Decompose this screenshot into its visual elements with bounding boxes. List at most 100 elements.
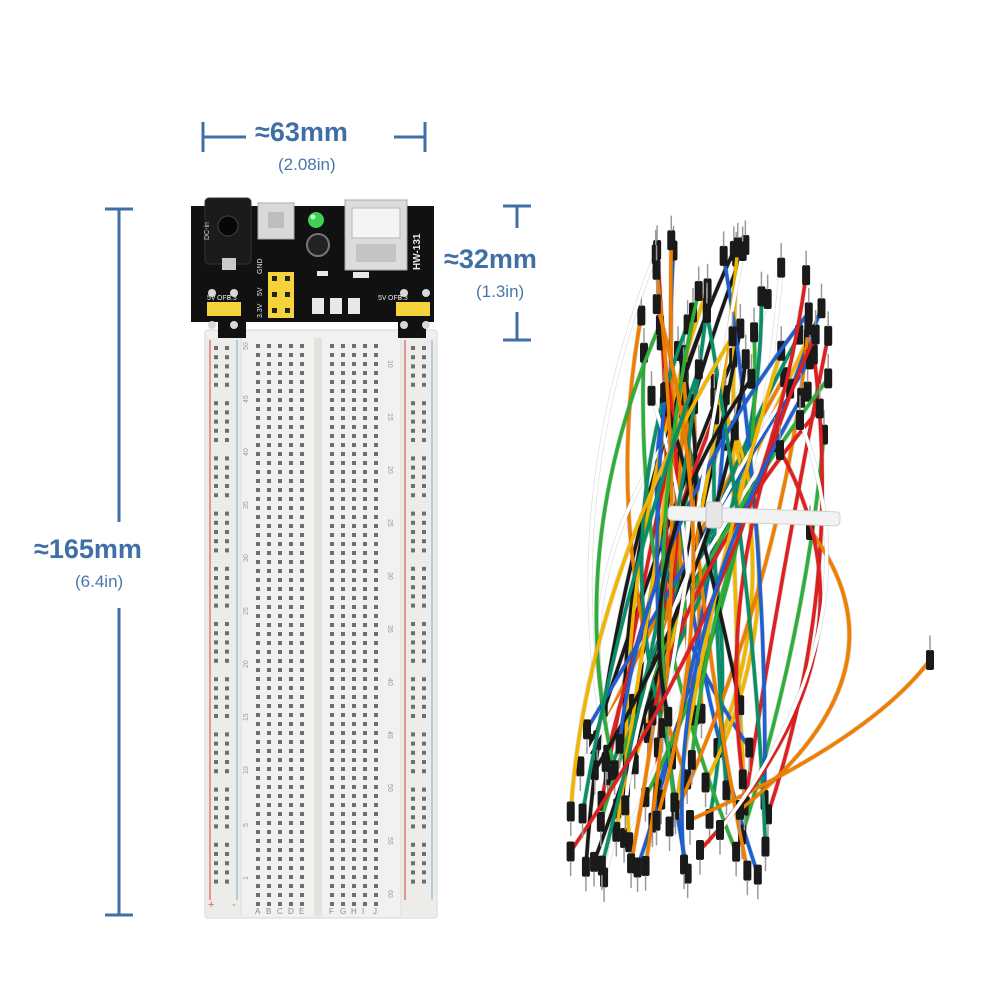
breadboard-hole xyxy=(300,821,304,825)
breadboard-hole xyxy=(289,578,293,582)
rail-hole xyxy=(214,622,218,626)
breadboard-hole xyxy=(289,533,293,537)
breadboard-hole xyxy=(363,641,367,645)
column-letter: A xyxy=(255,907,261,916)
breadboard-hole xyxy=(256,641,260,645)
module-height-dimension-imperial: (1.3in) xyxy=(476,282,525,301)
breadboard-hole xyxy=(278,515,282,519)
breadboard-hole xyxy=(352,452,356,456)
breadboard-hole xyxy=(289,398,293,402)
breadboard xyxy=(204,329,438,919)
breadboard-hole xyxy=(352,416,356,420)
breadboard-hole xyxy=(374,758,378,762)
breadboard-hole xyxy=(352,794,356,798)
rail-hole xyxy=(225,695,229,700)
breadboard-hole xyxy=(289,857,293,861)
rail-hole xyxy=(225,594,229,599)
rail-hole xyxy=(225,861,229,866)
breadboard-hole xyxy=(341,470,345,474)
breadboard-hole xyxy=(278,605,282,609)
breadboard-hole xyxy=(352,542,356,546)
breadboard-hole xyxy=(256,479,260,483)
rail-hole xyxy=(411,401,415,406)
breadboard-hole xyxy=(267,614,271,618)
breadboard-hole xyxy=(267,749,271,753)
wire-connector xyxy=(728,326,737,347)
breadboard-hole xyxy=(330,641,334,645)
breadboard-hole xyxy=(363,578,367,582)
breadboard-hole xyxy=(300,749,304,753)
rail-hole xyxy=(422,410,426,415)
rail-hole xyxy=(422,346,426,350)
wire-connector xyxy=(776,440,784,460)
breadboard-hole xyxy=(256,569,260,573)
breadboard-hole xyxy=(289,839,293,843)
breadboard-hole xyxy=(341,344,345,348)
center-rail-label: GND xyxy=(257,258,264,274)
rail-hole xyxy=(411,714,415,718)
breadboard-hole xyxy=(352,758,356,762)
breadboard-hole xyxy=(341,443,345,447)
breadboard-hole xyxy=(256,884,260,888)
breadboard-hole xyxy=(278,479,282,483)
rail-hole xyxy=(422,815,426,820)
breadboard-hole xyxy=(300,668,304,672)
wire-connector xyxy=(652,294,661,315)
model-label: HW-131 xyxy=(412,233,423,270)
rail-hole xyxy=(225,520,229,525)
breadboard-hole xyxy=(278,416,282,420)
breadboard-hole xyxy=(363,443,367,447)
rail-hole xyxy=(225,842,229,847)
rail-hole xyxy=(422,824,426,829)
rail-hole xyxy=(411,760,415,764)
breadboard-hole xyxy=(363,677,367,681)
rail-hole xyxy=(411,649,415,654)
breadboard-hole xyxy=(278,362,282,366)
breadboard-hole xyxy=(352,470,356,474)
wire-connector xyxy=(757,286,766,307)
wire-connector xyxy=(750,322,759,343)
wire-connector xyxy=(615,733,624,754)
breadboard-hole xyxy=(267,776,271,780)
breadboard-hole xyxy=(256,371,260,375)
breadboard-hole xyxy=(352,893,356,897)
breadboard-hole xyxy=(330,488,334,492)
breadboard-hole xyxy=(300,560,304,564)
rail-hole xyxy=(411,686,415,691)
row-number-right: 60 xyxy=(386,890,393,898)
wire-connector xyxy=(647,385,656,406)
wire-connector xyxy=(694,280,703,301)
breadboard-hole xyxy=(341,677,345,681)
breadboard-hole xyxy=(341,731,345,735)
wire-connector xyxy=(686,810,694,830)
wire-connector xyxy=(583,719,592,740)
rail-hole xyxy=(225,622,229,626)
breadboard-hole xyxy=(352,578,356,582)
wire-connector xyxy=(581,856,590,877)
breadboard-hole xyxy=(341,668,345,672)
breadboard-hole xyxy=(330,677,334,681)
breadboard-hole xyxy=(352,839,356,843)
breadboard-hole xyxy=(330,470,334,474)
breadboard-hole xyxy=(300,839,304,843)
wire-connector xyxy=(576,756,585,777)
rail-hole xyxy=(214,603,218,608)
breadboard-hole xyxy=(278,713,282,717)
breadboard-hole xyxy=(330,533,334,537)
row-number-right: 50 xyxy=(386,784,393,792)
breadboard-hole xyxy=(352,686,356,690)
breadboard-hole xyxy=(341,416,345,420)
rail-hole xyxy=(411,511,415,516)
breadboard-hole xyxy=(363,875,367,879)
left-rail-label: 5V xyxy=(207,295,216,302)
breadboard-hole xyxy=(278,677,282,681)
breadboard-hole xyxy=(330,524,334,528)
rail-hole xyxy=(225,631,229,636)
jumper-wire xyxy=(617,310,811,746)
breadboard-hole xyxy=(363,893,367,897)
breadboard-hole xyxy=(352,830,356,834)
breadboard-hole xyxy=(267,731,271,735)
rail-hole xyxy=(422,419,426,424)
breadboard-hole xyxy=(278,371,282,375)
breadboard-hole xyxy=(363,551,367,555)
